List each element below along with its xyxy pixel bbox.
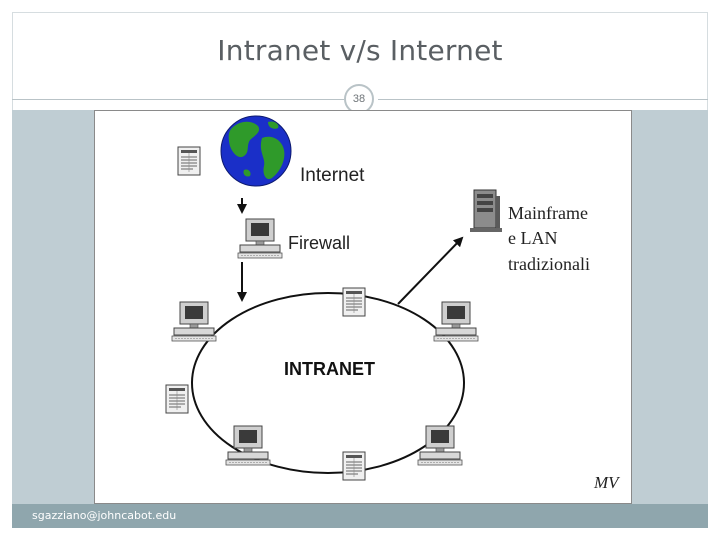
- internet-label: Internet: [300, 165, 365, 186]
- document-icon-intranet-bottom: [342, 451, 366, 481]
- intranet-ring: [191, 292, 465, 474]
- slide-title: Intranet v/s Internet: [217, 34, 503, 67]
- title-rule-left: [12, 99, 344, 100]
- firewall-computer-icon: [237, 218, 283, 259]
- mainframe-label-line2: e LAN: [508, 228, 557, 248]
- computer-icon-bottom-left: [225, 425, 271, 466]
- intranet-label: INTRANET: [284, 359, 375, 379]
- computer-icon-right: [433, 301, 479, 342]
- signature-mark: MV: [593, 473, 621, 492]
- mainframe-server-icon: [470, 189, 502, 232]
- document-icon-internet: [177, 146, 201, 176]
- mainframe-label-line3: tradizionali: [508, 254, 590, 274]
- title-rule-right: [378, 99, 708, 100]
- arrow-intranet-to-mainframe: [397, 236, 464, 305]
- computer-icon-left: [171, 301, 217, 342]
- document-icon-intranet-top: [342, 287, 366, 317]
- footer-bar: [12, 504, 708, 528]
- side-band-left: [12, 110, 94, 528]
- globe-icon: [220, 115, 292, 187]
- mainframe-label-line1: Mainframe: [508, 203, 588, 223]
- firewall-label: Firewall: [288, 233, 350, 253]
- side-band-right: [632, 110, 708, 528]
- document-icon-intranet-left: [165, 384, 189, 414]
- footer-email: sgazziano@johncabot.edu: [32, 509, 177, 522]
